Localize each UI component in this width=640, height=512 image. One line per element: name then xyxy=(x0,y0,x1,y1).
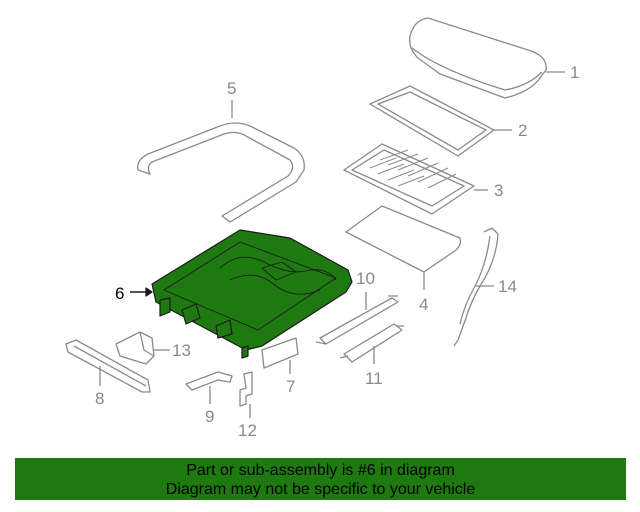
callout-6-highlighted[interactable]: 6 xyxy=(115,284,125,303)
callout-11[interactable]: 11 xyxy=(365,369,383,388)
banner-line-part-number: Part or sub-assembly is #6 in diagram xyxy=(186,462,455,479)
banner-line-disclaimer: Diagram may not be specific to your vehi… xyxy=(165,481,476,498)
part-1-glass-panel[interactable] xyxy=(409,17,547,99)
part-2-frame[interactable] xyxy=(369,85,495,157)
diagram-notice-banner: Part or sub-assembly is #6 in diagram Di… xyxy=(15,458,626,500)
part-13-motor[interactable] xyxy=(115,331,155,365)
callout-3[interactable]: 3 xyxy=(494,181,504,200)
callout-12[interactable]: 12 xyxy=(238,421,257,440)
callout-1[interactable]: 1 xyxy=(570,63,580,82)
part-6-sunroof-housing[interactable] xyxy=(151,229,353,359)
part-8-trough[interactable] xyxy=(65,339,151,393)
callout-9[interactable]: 9 xyxy=(205,407,215,426)
callout-14[interactable]: 14 xyxy=(498,277,517,296)
callout-13[interactable]: 13 xyxy=(172,341,191,360)
part-14-drain-hose[interactable] xyxy=(453,227,499,347)
part-3-sunshade[interactable] xyxy=(343,143,475,215)
callout-5[interactable]: 5 xyxy=(227,79,237,98)
part-5-weatherstrip[interactable] xyxy=(137,122,305,223)
part-9-bracket[interactable] xyxy=(185,371,233,391)
leader-6-arrow xyxy=(145,287,153,297)
callout-8[interactable]: 8 xyxy=(95,389,105,408)
callout-2[interactable]: 2 xyxy=(518,121,528,140)
part-11-cable-bar[interactable] xyxy=(339,323,404,363)
callout-4[interactable]: 4 xyxy=(419,295,429,314)
part-10-rail[interactable] xyxy=(315,295,399,345)
part-7-plate[interactable] xyxy=(261,337,299,369)
part-12-clip[interactable] xyxy=(239,371,253,407)
callout-7[interactable]: 7 xyxy=(286,377,296,396)
callout-10[interactable]: 10 xyxy=(356,269,375,288)
part-4-headliner[interactable] xyxy=(345,205,462,273)
